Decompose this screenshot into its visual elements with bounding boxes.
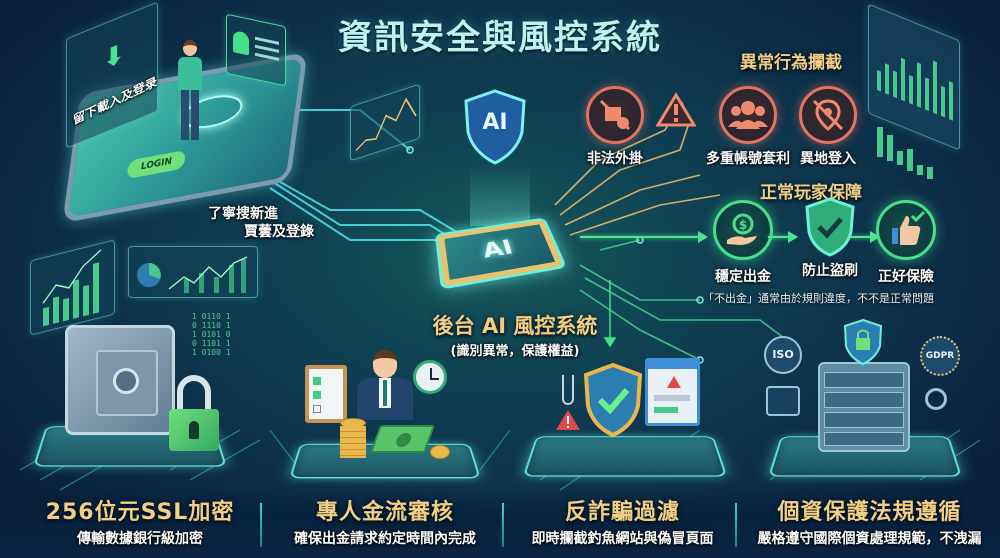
certificate-icon [766,386,800,416]
feature-finance-heading: 專人金流審核 [315,500,454,525]
no-cheat-plugin-icon [586,86,644,144]
normal-item-insurance: 正好保險 [866,200,946,286]
stats-chart-panel [868,3,960,151]
feature-divider [260,503,262,547]
login-caption-line2: 賈蕓及登錄 [244,224,314,240]
abnormal-label-remote-login: 異地登入 [800,151,856,167]
ai-shield-label: AI [482,110,508,135]
coin-stack-icon [340,418,366,458]
abnormal-heading: 異常行為攔截 [740,53,842,73]
server-lock-shield-icon [843,318,883,366]
withdraw-note: 「不出金」通常由於規則違度，不不是正常問題 [703,292,934,305]
pie-line-chart-icon [137,256,248,293]
phishing-page-icon [645,358,700,426]
user-avatar-icon [233,30,249,56]
server-stack-icon [818,352,910,452]
thumbs-up-check-icon [876,200,936,260]
gdpr-badge: GDPR [920,336,960,376]
user-figure [175,40,205,150]
accountant-figure [355,350,415,420]
abnormal-item-cheat: 非法外掛 [580,86,650,168]
download-icon: ⬇ [103,37,125,77]
abnormal-label-cheat: 非法外掛 [587,151,643,167]
coin-icon [430,445,450,459]
line-chart-icon [355,97,417,151]
arrow-head-icon [788,231,798,243]
profile-card [226,13,286,87]
no-location-icon [799,86,857,144]
ai-shield: AI [462,88,528,166]
login-button[interactable]: LOGIN [126,149,187,180]
bar-chart-panel [30,239,115,336]
arrow-between-2 [850,236,872,238]
clock-icon [413,360,447,394]
ai-chip: AI [428,205,568,295]
svg-text:$: $ [739,218,747,232]
feature-bar [0,490,1000,558]
shield-check-icon [804,196,856,258]
fraud-shield-icon [583,362,643,438]
hand-coin-icon: $ [713,200,773,260]
arrow-to-withdraw [580,236,700,238]
abnormal-label-multi-account: 多重帳號套利 [706,151,790,167]
feature-finance-review: 專人金流審核 確保出金請求約定時間內完成 [270,494,500,548]
cash-stack-icon [369,425,436,453]
mini-bars [875,125,935,185]
feature-finance-sub: 確保出金請求約定時間內完成 [294,531,476,547]
bar-chart-icon [877,57,953,121]
normal-label-anti-fraud: 防止盜刷 [802,263,858,279]
safe-icon [65,325,175,435]
feature-privacy-heading: 個資保護法規遵循 [777,500,962,525]
ai-beam [470,166,530,226]
arrow-between-1 [768,236,790,238]
feature-ssl-sub: 傳輸數據銀行級加密 [77,531,203,547]
arrow-head-icon [870,231,880,243]
feature-privacy-sub: 嚴格遵守國際個資處理規範，不洩漏 [757,531,982,547]
search-magnifier-icon [925,388,947,410]
feature-anti-fraud: 反詐騙過濾 即時攔截釣魚網站與偽冒頁面 [510,494,735,548]
binary-stream: 1 0110 1 0 1110 1 1 0101 0 0 1101 1 1 01… [192,312,231,357]
login-caption-line1: 了寧搜新進 [208,206,278,222]
alert-triangle-icon [555,408,581,432]
normal-item-anti-fraud: 防止盜刷 [790,196,870,280]
bar-chart-icon [42,249,102,327]
dashboard-panel [128,246,258,298]
warning-triangle-icon [655,92,697,128]
fraud-platform [522,436,728,477]
feature-divider [502,503,504,547]
feature-ssl-heading: 256位元SSL加密 [45,500,235,525]
ai-system-subtitle: (識別異常，保護權益) [450,344,580,359]
normal-heading: 正常玩家保障 [760,183,862,203]
normal-item-withdraw: $ 穩定出金 [703,200,783,286]
multi-account-icon [719,86,777,144]
feature-fraud-sub: 即時攔截釣魚網站與偽冒頁面 [531,531,714,547]
normal-label-insurance: 正好保險 [878,269,934,285]
ai-system-title: 後台 AI 風控系統 [432,314,598,338]
feature-fraud-heading: 反詐騙過濾 [564,500,680,525]
page-title: 資訊安全與風控系統 [338,18,662,58]
normal-label-withdraw: 穩定出金 [715,269,771,285]
abnormal-item-remote-login: 異地登入 [790,86,866,168]
feature-ssl: 256位元SSL加密 傳輸數據銀行級加密 [20,494,260,548]
abnormal-item-multi-account: 多重帳號套利 [698,86,798,168]
line-chart-panel [350,83,420,162]
dial-icon [113,368,139,394]
ai-chip-label: AI [480,236,516,264]
arrow-head-icon [698,231,708,243]
padlock-icon [165,375,225,455]
feature-divider [735,503,737,547]
iso-badge: ISO [764,336,802,374]
fishing-hook-icon [562,375,574,405]
clipboard-icon [305,365,347,423]
feature-privacy: 個資保護法規遵循 嚴格遵守國際個資處理規範，不洩漏 [742,494,997,548]
